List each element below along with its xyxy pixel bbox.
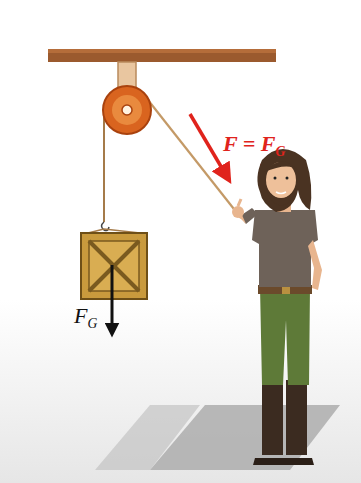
crate: [81, 233, 147, 299]
force-symbol: F: [74, 303, 87, 328]
force-symbol: F = F: [223, 131, 276, 156]
subscript: G: [87, 316, 97, 331]
subscript: G: [276, 144, 286, 159]
force-label: FG: [74, 305, 97, 327]
force-arrow: [111, 265, 114, 330]
pulley-wheel: [112, 95, 142, 125]
rope: [148, 100, 241, 218]
pulley-axle: [122, 105, 132, 115]
shadow: [95, 405, 200, 470]
force-arrow: [190, 114, 226, 175]
force-label: F = FG: [223, 133, 285, 155]
pulley-wheel: [103, 86, 151, 134]
ceiling-beam: [48, 49, 276, 53]
man-figure: [232, 149, 322, 465]
ceiling-beam: [48, 49, 276, 62]
rope: [103, 110, 105, 222]
